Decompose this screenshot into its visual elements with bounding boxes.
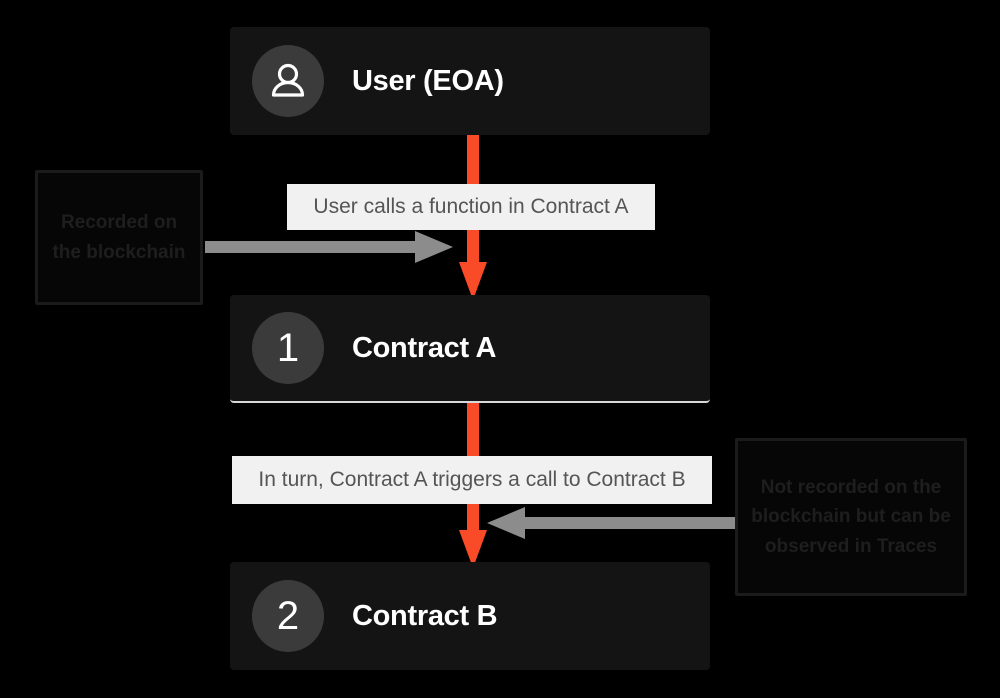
- node-user-title: User (EOA): [352, 64, 504, 97]
- node-user[interactable]: User (EOA): [230, 27, 710, 135]
- node-contract-b-title: Contract B: [352, 599, 498, 632]
- annotation-connector-right: [205, 230, 455, 264]
- node-contract-a-badge: 1: [252, 312, 324, 384]
- person-icon: [252, 45, 324, 117]
- edge-label-contract-a-to-contract-b: In turn, Contract A triggers a call to C…: [232, 456, 712, 504]
- edge-label-user-to-contract-a: User calls a function in Contract A: [287, 184, 655, 230]
- annotation-not-recorded-on-blockchain: Not recorded on the blockchain but can b…: [735, 438, 967, 596]
- node-contract-a[interactable]: 1 Contract A: [230, 295, 710, 403]
- node-contract-b-badge: 2: [252, 580, 324, 652]
- node-contract-b[interactable]: 2 Contract B: [230, 562, 710, 670]
- node-contract-a-title: Contract A: [352, 331, 497, 364]
- annotation-recorded-on-blockchain: Recorded on the blockchain: [35, 170, 203, 305]
- annotation-recorded-text: Recorded on the blockchain: [52, 212, 186, 263]
- annotation-not-recorded-text: Not recorded on the blockchain but can b…: [751, 476, 951, 557]
- annotation-connector-left: [485, 506, 735, 540]
